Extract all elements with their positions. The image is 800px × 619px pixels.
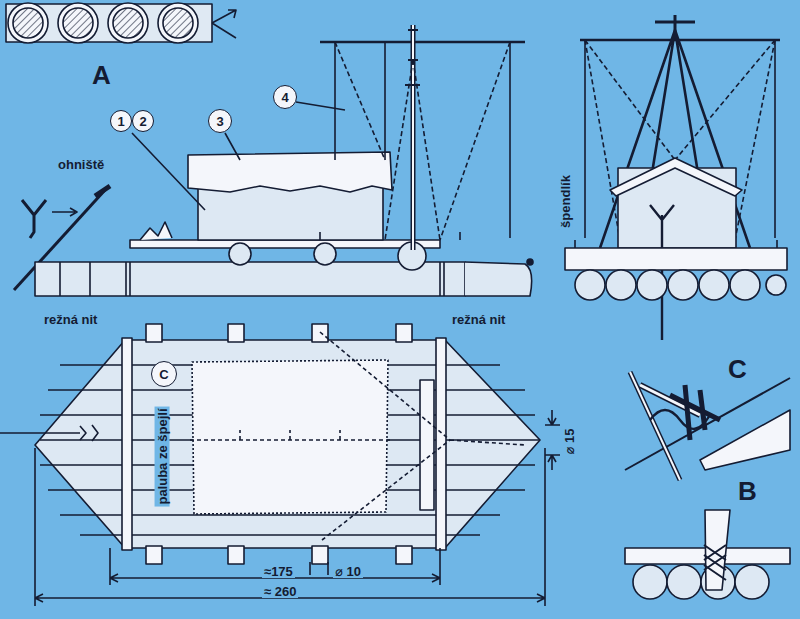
dimension: ≈175 bbox=[262, 565, 295, 578]
dimension: ≈ 260 bbox=[262, 585, 298, 598]
view-letter: B bbox=[738, 478, 757, 504]
lashing-detail bbox=[625, 372, 790, 480]
callout-number: 4 bbox=[273, 85, 297, 109]
part-label: režná nit bbox=[44, 313, 97, 326]
callout-number: 1 bbox=[110, 110, 132, 132]
callout-text: 4 bbox=[281, 91, 288, 104]
part-label: ohniště bbox=[58, 158, 104, 171]
dimension: ⌀ 10 bbox=[333, 565, 363, 578]
deck-label: paluba ze špejlí bbox=[155, 406, 170, 506]
callout-text: 3 bbox=[216, 115, 223, 128]
view-letter: A bbox=[92, 62, 111, 88]
view-letter: C bbox=[728, 356, 747, 382]
binding-detail bbox=[625, 510, 790, 599]
callout-number: 2 bbox=[132, 110, 154, 132]
side-view bbox=[14, 25, 533, 296]
dimension: ⌀ 15 bbox=[563, 426, 578, 456]
top-view bbox=[0, 324, 560, 606]
detail-marker: C bbox=[151, 361, 177, 387]
front-view bbox=[565, 15, 787, 340]
part-label: režná nit bbox=[452, 313, 505, 326]
callout-text: C bbox=[159, 368, 168, 381]
part-label: špendlík bbox=[558, 173, 573, 230]
log-section bbox=[6, 3, 236, 43]
callout-number: 3 bbox=[208, 109, 232, 133]
callout-text: 2 bbox=[139, 115, 146, 128]
callout-text: 1 bbox=[117, 115, 124, 128]
